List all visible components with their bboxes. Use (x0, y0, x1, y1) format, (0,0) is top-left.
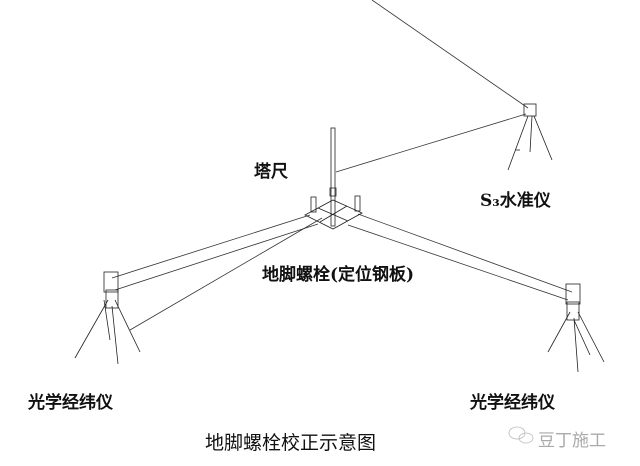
label-bolt: 地脚螺栓(定位钢板) (262, 265, 415, 285)
staff-and-plate (304, 127, 363, 230)
label-theodolite-left: 光学经纬仪 (28, 393, 113, 413)
sight-lines (111, 0, 573, 331)
watermark: 豆丁施工 (538, 431, 606, 451)
label-staff: 塔尺 (254, 162, 288, 182)
left-theodolite (74, 271, 141, 365)
label-level: S₃水准仪 (480, 191, 551, 211)
label-theodolite-right: 光学经纬仪 (470, 393, 555, 413)
caption: 地脚螺栓校正示意图 (205, 432, 377, 454)
right-theodolite (547, 283, 605, 373)
wechat-icon (508, 426, 534, 444)
level-instrument (507, 103, 553, 171)
